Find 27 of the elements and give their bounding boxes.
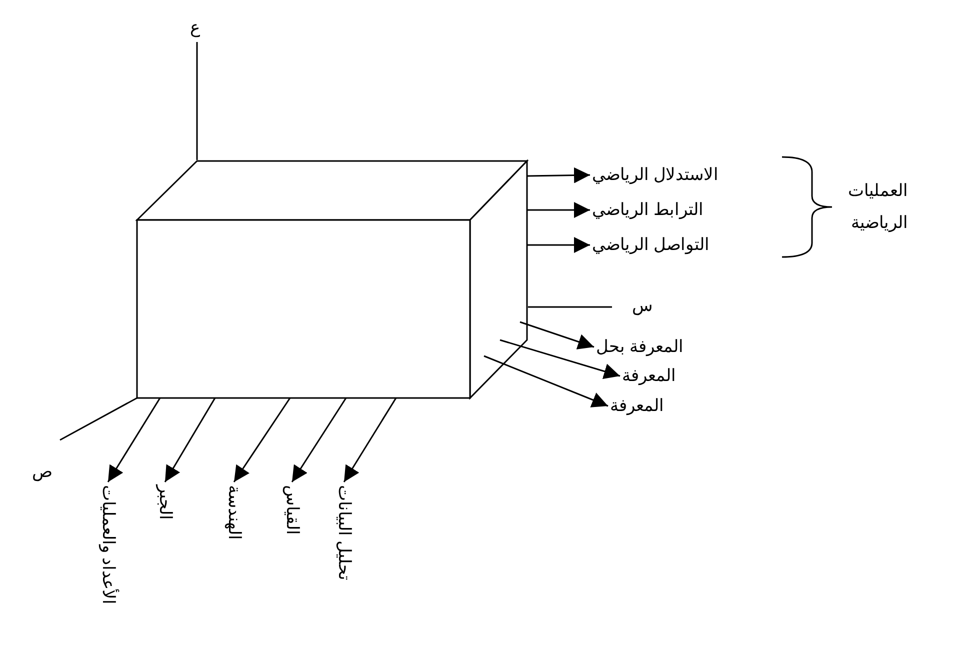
arrow xyxy=(527,202,590,218)
arrow xyxy=(291,398,347,482)
node-label: المعرفة xyxy=(610,396,664,416)
node-label: تحليل البيانات xyxy=(334,485,354,581)
node-label: الاستدلال الرياضي xyxy=(592,165,719,185)
node-label: الهندسة xyxy=(224,485,244,540)
arrow xyxy=(526,167,590,184)
cube-drawing xyxy=(137,160,528,399)
node-label: المعرفة xyxy=(622,366,676,386)
arrow xyxy=(527,237,590,253)
arrow xyxy=(343,398,397,482)
axis-label: س xyxy=(632,296,653,316)
arrow xyxy=(233,398,291,482)
node-label: المعرفة بحل xyxy=(596,337,684,357)
arrow xyxy=(484,355,608,408)
node-label: الجبر xyxy=(155,485,175,520)
group-label: العمليات الرياضية xyxy=(847,180,908,234)
axis-label: ع xyxy=(190,18,200,38)
arrow xyxy=(164,398,216,482)
node-label: التواصل الرياضي xyxy=(592,235,710,255)
arrow xyxy=(107,398,161,482)
node-label: الأعداد والعمليات xyxy=(98,485,118,605)
arrow xyxy=(500,339,620,380)
node-label: الترابط الرياضي xyxy=(592,200,704,220)
node-label: القياس xyxy=(282,485,302,535)
axis-label: ص xyxy=(32,462,53,482)
arrow xyxy=(520,321,594,350)
